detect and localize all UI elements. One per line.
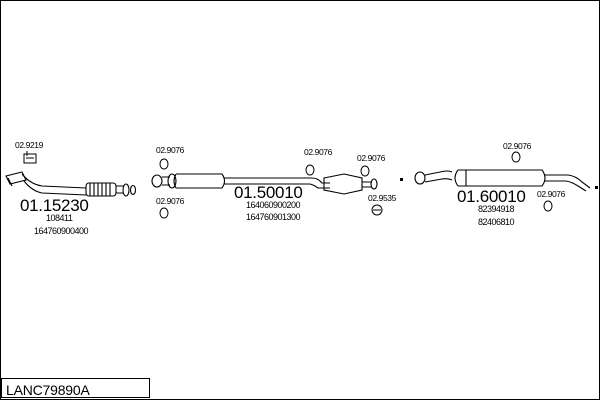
- reference-code: 164060900200: [246, 200, 301, 210]
- reference-code: 108411: [46, 213, 73, 223]
- reference-code: 82394918: [478, 204, 515, 214]
- fitting-code: 02.9076: [156, 196, 184, 206]
- rubber-hanger-icon: [511, 151, 553, 212]
- middle-silencer-drawing: [151, 173, 378, 195]
- fitting-code: 02.9076: [537, 189, 565, 199]
- bracket-icon: [23, 151, 37, 164]
- part-number-rear-silencer: 01.60010: [457, 187, 526, 206]
- fitting-code: 02.9076: [357, 153, 385, 163]
- front-pipe-drawing: [5, 171, 137, 197]
- fitting-code: 02.9219: [15, 140, 43, 150]
- rubber-hanger-icon: [159, 158, 383, 219]
- fitting-code: 02.9076: [156, 145, 184, 155]
- part-number-middle-silencer: 01.50010: [234, 183, 303, 202]
- connector-mark: [595, 186, 598, 189]
- reference-code: 164760901300: [246, 212, 301, 222]
- fitting-code: 02.9076: [304, 147, 332, 157]
- fitting-code: 02.9535: [368, 193, 396, 203]
- reference-code: 164760900400: [34, 226, 89, 236]
- connector-mark: [400, 178, 403, 181]
- reference-code: 82406810: [478, 217, 515, 227]
- fitting-code: 02.9076: [503, 141, 531, 151]
- assembly-code-label: LANC79890A: [1, 378, 150, 398]
- rear-silencer-drawing: [414, 169, 591, 192]
- part-number-front-pipe: 01.15230: [20, 196, 89, 215]
